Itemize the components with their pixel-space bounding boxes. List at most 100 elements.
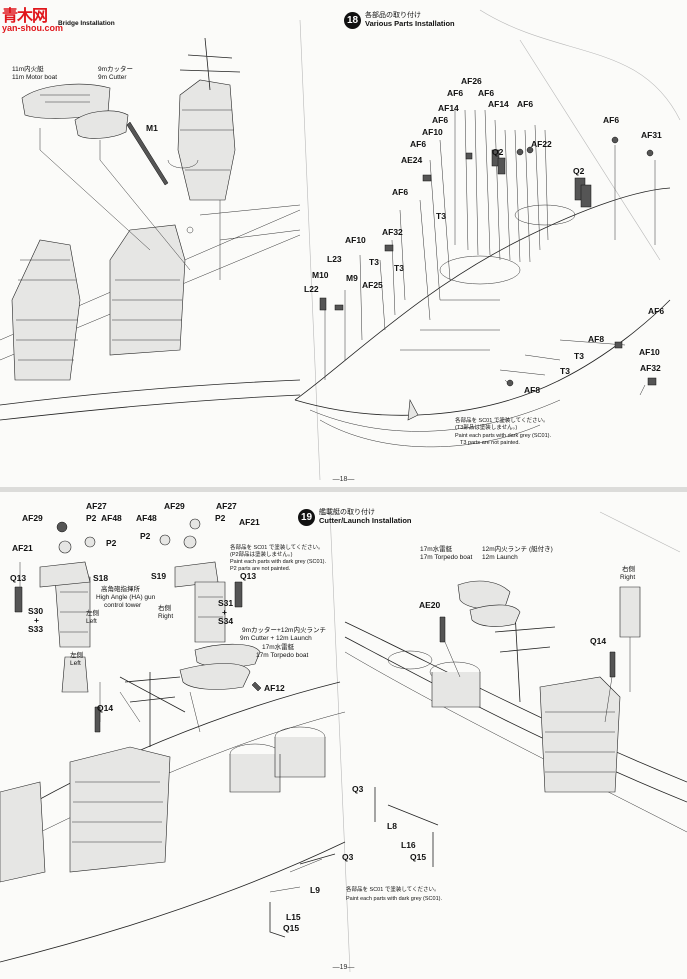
part-label-m1: M1: [146, 123, 158, 133]
part-label-af6: AF6: [410, 139, 427, 149]
instruction-page-19: 19 艦載艇の取り付け Cutter/Launch Installation A…: [0, 492, 687, 979]
part-label-af48: AF48: [136, 513, 157, 523]
paint-note-jp-2: (P2部品は塗装しません。): [230, 552, 293, 558]
part-label-q13: Q13: [10, 573, 27, 583]
part-label-l8: L8: [387, 821, 397, 831]
plus-sign: +: [222, 607, 227, 617]
step-title-jp: 各部品の取り付け: [365, 12, 421, 19]
part-label-af10: AF10: [345, 235, 366, 245]
step-title-jp: 艦載艇の取り付け: [319, 509, 375, 516]
right-torpedo-label-en: 17m Torpedo boat: [420, 554, 473, 561]
part-label-af6: AF6: [447, 88, 464, 98]
part-label-af21: AF21: [12, 543, 33, 553]
left-label-jp: 左側: [86, 610, 99, 617]
part-label-af6: AF6: [392, 187, 409, 197]
part-label-s19: S19: [151, 571, 167, 581]
part-label-p2: P2: [140, 531, 151, 541]
step-title-en: Various Parts Installation: [365, 19, 455, 28]
cutter-launch-label-jp: 9mカッター+12m内火ランチ: [242, 627, 326, 634]
page-number: —18—: [332, 476, 355, 483]
right-launch-label-en: 12m Launch: [482, 554, 518, 561]
part-label-l23: L23: [327, 254, 342, 264]
part-label-q2: Q2: [492, 147, 504, 157]
part-label-af8: AF8: [588, 334, 605, 344]
cutter-label-jp: 9mカッター: [98, 66, 134, 73]
right-label-en: Right: [158, 613, 174, 620]
part-label-l15: L15: [286, 912, 301, 922]
part-label-l22: L22: [304, 284, 319, 294]
instruction-page-18: 青木网 yan-shou.com Bridge Installation 18 …: [0, 0, 687, 487]
part-label-af22: AF22: [531, 139, 552, 149]
torpedo-label-en: 17m Torpedo boat: [256, 652, 309, 659]
ship-assembly-drawing-19: [0, 511, 687, 973]
part-label-p2: P2: [86, 513, 97, 523]
part-label-t3: T3: [574, 351, 584, 361]
left-figure-label-jp: 左側: [70, 652, 83, 659]
page-number: —19—: [332, 964, 355, 971]
page-divider: [0, 487, 687, 492]
part-label-s34: S34: [218, 616, 234, 626]
paint-note-en: Paint each parts with dark grey (SC01).: [455, 433, 551, 439]
part-label-af6: AF6: [517, 99, 534, 109]
right-torpedo-label-jp: 17m水雷艇: [420, 546, 453, 553]
motor-boat-label-jp: 11m内火艇: [12, 66, 44, 73]
left-label-en: Left: [86, 618, 97, 625]
part-label-af21: AF21: [239, 517, 260, 527]
part-label-af6: AF6: [478, 88, 495, 98]
part-label-q15: Q15: [410, 852, 427, 862]
paint-note-jp: 各部品を SC01 で塗装してください。: [230, 545, 324, 551]
paint-note-en-2: T3 parts are not painted.: [460, 440, 520, 446]
part-label-af14: AF14: [438, 103, 459, 113]
part-label-t3: T3: [436, 211, 446, 221]
part-label-af12: AF12: [264, 683, 285, 693]
part-label-af32: AF32: [382, 227, 403, 237]
part-label-af8: AF8: [524, 385, 541, 395]
torpedo-label-jp: 17m水雷艇: [262, 644, 295, 651]
paint-note-bottom-en: Paint each parts with dark grey (SC01).: [346, 896, 442, 902]
part-label-af29: AF29: [22, 513, 43, 523]
part-label-t3: T3: [394, 263, 404, 273]
step-19-header: 19 艦載艇の取り付け Cutter/Launch Installation: [298, 509, 412, 526]
part-label-af27: AF27: [86, 501, 107, 511]
part-label-s31: S31: [218, 598, 234, 608]
paint-note-bottom-jp: 各部品を SC01 で塗装してください。: [346, 887, 440, 893]
part-label-q15: Q15: [283, 923, 300, 933]
left-figure-label-en: Left: [70, 660, 81, 667]
ha-tower-label-en-2: control tower: [104, 602, 142, 609]
part-label-q3: Q3: [352, 784, 364, 794]
watermark-logo: 青木网 yan-shou.com: [2, 8, 64, 33]
ha-tower-label-jp: 高角砲指揮所: [101, 586, 140, 593]
part-label-af48: AF48: [101, 513, 122, 523]
part-label-af6: AF6: [432, 115, 449, 125]
part-label-p2: P2: [106, 538, 117, 548]
right-launch-label-jp: 12m内火ランチ (艇付き): [482, 546, 553, 553]
part-label-af26: AF26: [461, 76, 482, 86]
right-figure-label-jp: 右側: [622, 566, 635, 573]
part-label-ae24: AE24: [401, 155, 423, 165]
ship-assembly-drawing-18: [0, 9, 681, 481]
ha-tower-label-en: High Angle (HA) gun: [96, 594, 156, 601]
cutter-launch-label-en: 9m Cutter + 12m Launch: [240, 635, 312, 642]
right-label-jp: 右側: [158, 605, 171, 612]
step-number: 19: [298, 509, 315, 526]
right-figure-label-en: Right: [620, 574, 636, 581]
cutter-label-en: 9m Cutter: [98, 74, 127, 81]
part-label-af29: AF29: [164, 501, 185, 511]
paint-note-jp: 各部品を SC01 で塗装してください。: [455, 418, 549, 424]
step-title-en: Cutter/Launch Installation: [319, 516, 412, 525]
part-label-af32: AF32: [640, 363, 661, 373]
paint-note-en-2: P2 parts are not painted.: [230, 566, 291, 572]
part-label-q13: Q13: [240, 571, 257, 581]
part-label-af14: AF14: [488, 99, 509, 109]
plus-sign: +: [34, 615, 39, 625]
part-label-l9: L9: [310, 885, 320, 895]
part-label-af6: AF6: [648, 306, 665, 316]
part-label-q3: Q3: [342, 852, 354, 862]
part-label-m9: M9: [346, 273, 358, 283]
part-label-m10: M10: [312, 270, 329, 280]
part-label-s18: S18: [93, 573, 109, 583]
part-label-af27: AF27: [216, 501, 237, 511]
part-label-af6: AF6: [603, 115, 620, 125]
step-18-header: 18 各部品の取り付け Various Parts Installation: [344, 12, 455, 29]
part-label-s33: S33: [28, 624, 44, 634]
